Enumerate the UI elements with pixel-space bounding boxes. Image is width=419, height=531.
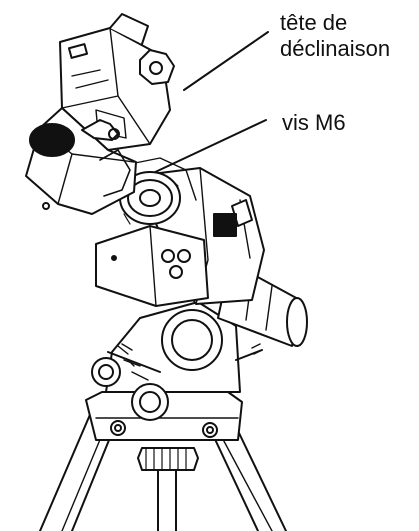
altitude-azimuth-base [91,301,263,421]
screw-label: vis M6 [282,110,346,135]
declination-head-label-line1: tête de [280,10,348,35]
ra-front-box [95,225,209,307]
tripod-bolt-right [202,422,218,438]
tripod-leg-right-inner [217,429,273,531]
motor-box [213,213,237,237]
tripod [39,391,287,531]
declination-head-leader-line [183,31,269,91]
dec-clamp-arc [99,149,131,197]
declination-head-label-line2: déclinaison [280,36,391,61]
altitude-wheel [161,309,223,371]
tripod-center-leg [157,469,177,531]
dec-knob [139,49,175,85]
tripod-bolt-left [110,420,126,436]
clutch-disc [29,123,75,157]
dec-top-bracket [109,13,149,45]
declination-head-label: tête de déclinaison [280,10,390,62]
declination-head [25,13,175,215]
tripod-tension-knob [137,447,199,471]
azimuth-knob-left [131,383,169,421]
right-ascension-housing [95,157,308,347]
latitude-bolt-left [107,351,161,373]
tripod-leg-left-inner [61,429,105,531]
tube-end-cap [286,297,308,347]
